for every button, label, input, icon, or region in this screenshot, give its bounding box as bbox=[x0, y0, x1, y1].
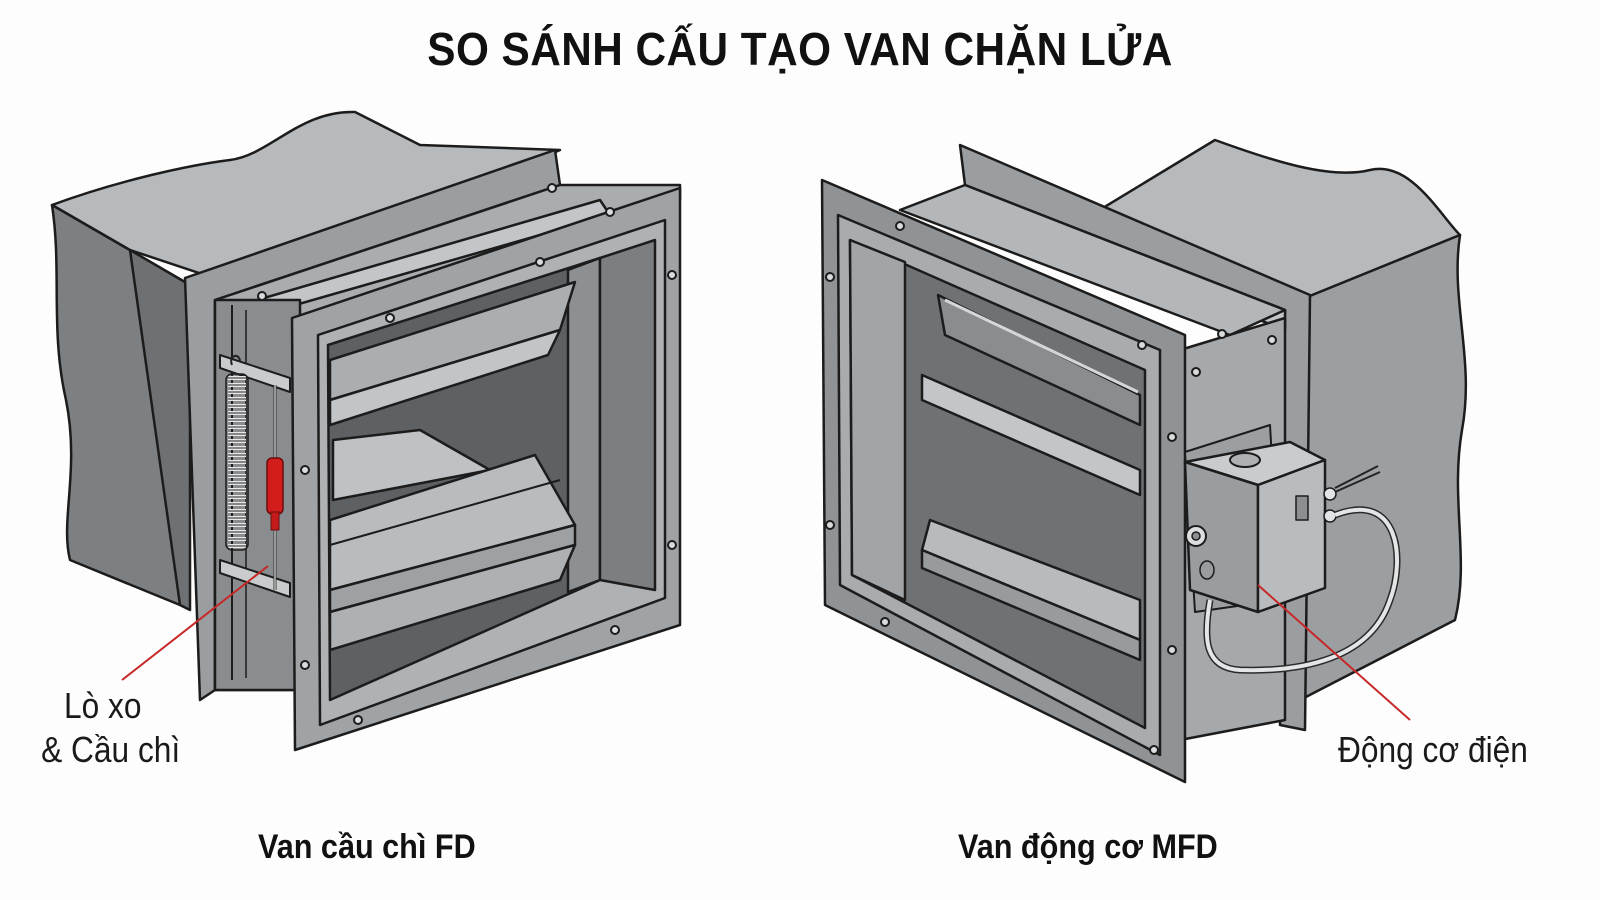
fd-fusible-link bbox=[266, 457, 284, 515]
mfd-callout-label: Động cơ điện bbox=[1338, 729, 1528, 770]
diagram-title: SO SÁNH CẤU TẠO VAN CHẶN LỬA bbox=[427, 23, 1173, 75]
mfd-leader-line bbox=[1257, 584, 1411, 721]
mfd-cables bbox=[1203, 465, 1401, 674]
mfd-caption: Van động cơ MFD bbox=[958, 828, 1218, 866]
fd-upper-bracket bbox=[219, 354, 291, 393]
mfd-duct-side bbox=[1298, 233, 1468, 702]
mfd-blade-middle bbox=[920, 373, 1142, 497]
fd-lower-bracket bbox=[219, 559, 291, 598]
fd-callout-spring: Lò xo bbox=[64, 685, 142, 726]
mfd-actuator-motor bbox=[1183, 440, 1337, 614]
fd-damper-illustration bbox=[50, 110, 682, 752]
fd-callout-fuse: & Cầu chì bbox=[41, 729, 181, 770]
mfd-damper-illustration bbox=[820, 138, 1468, 784]
fd-callout-label: Lò xo & Cầu chì bbox=[41, 684, 180, 772]
fd-spring bbox=[225, 354, 249, 551]
fd-caption: Van cầu chì FD bbox=[258, 828, 476, 866]
fd-leader-line bbox=[121, 565, 269, 681]
fd-duct-top bbox=[50, 110, 562, 292]
